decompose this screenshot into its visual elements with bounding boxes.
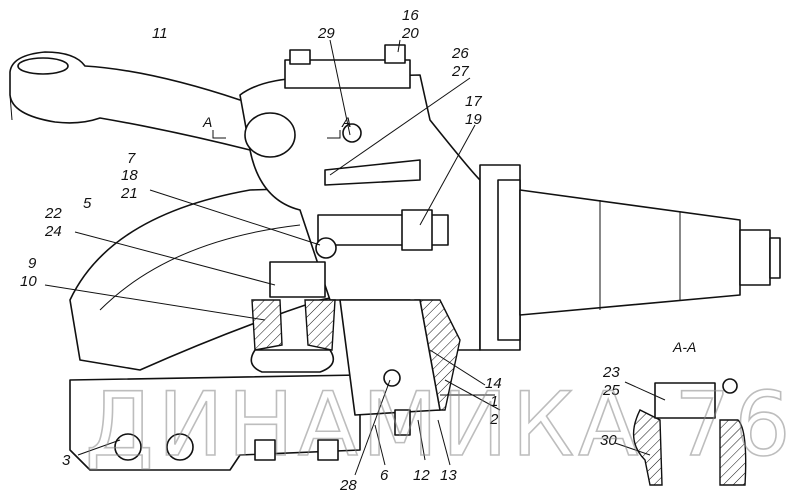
label-1: 1 (490, 393, 498, 410)
label-16: 16 (402, 7, 419, 24)
section-marker-right: A (341, 114, 351, 130)
section-title: A-A (672, 339, 696, 355)
label-20: 20 (401, 25, 419, 42)
label-6: 6 (380, 467, 389, 484)
watermark: ДИНАМИКА 76 (85, 373, 794, 476)
label-12: 12 (413, 467, 430, 484)
section-a-a-view (632, 378, 747, 486)
section-marker-left: A (202, 114, 212, 130)
label-9: 9 (28, 255, 37, 272)
label-28: 28 (339, 477, 357, 494)
label-14: 14 (485, 375, 502, 392)
label-5: 5 (83, 195, 92, 212)
label-18: 18 (121, 167, 138, 184)
label-13: 13 (440, 467, 457, 484)
callout-labels: 11 29 16 20 26 27 17 19 7 18 21 5 22 24 … (20, 7, 620, 494)
label-17: 17 (465, 93, 482, 110)
tie-rod (69, 299, 441, 471)
steering-knuckle (239, 44, 481, 351)
label-29: 29 (317, 25, 335, 42)
label-11: 11 (152, 25, 168, 42)
label-19: 19 (465, 111, 482, 128)
label-10: 10 (20, 273, 37, 290)
section-markers: A A A-A (202, 114, 696, 355)
label-30: 30 (600, 432, 617, 449)
label-3: 3 (62, 452, 71, 469)
leader-lines (44, 39, 666, 476)
bolt (315, 209, 449, 259)
label-2: 2 (489, 411, 499, 428)
label-27: 27 (451, 63, 469, 80)
label-26: 26 (451, 45, 469, 62)
label-23: 23 (602, 364, 620, 381)
label-22: 22 (44, 205, 62, 222)
spindle (479, 164, 781, 351)
label-21: 21 (120, 185, 138, 202)
label-7: 7 (127, 150, 136, 167)
label-24: 24 (44, 223, 62, 240)
label-25: 25 (602, 382, 620, 399)
